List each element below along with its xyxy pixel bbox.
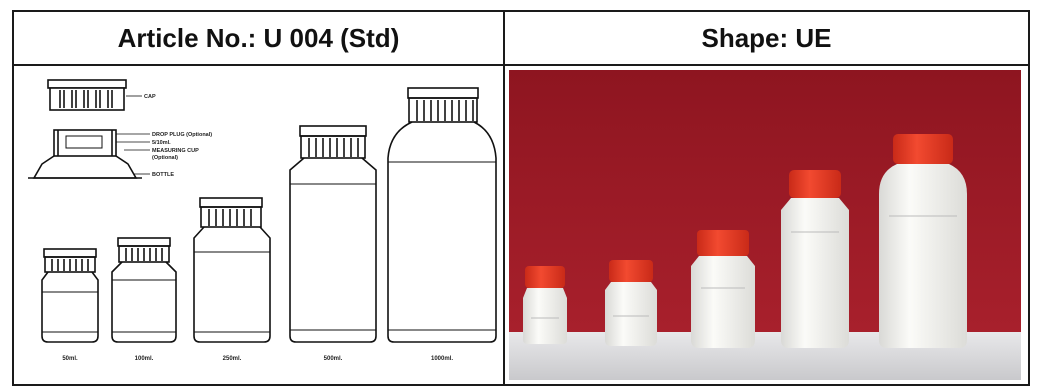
callout-drop-plug: DROP PLUG (Optional) bbox=[152, 132, 212, 138]
drawing-bottle-100ml bbox=[111, 237, 177, 343]
size-label-100ml: 100ml. bbox=[135, 356, 154, 362]
product-photo bbox=[509, 70, 1021, 380]
size-label-250ml: 250ml. bbox=[223, 356, 242, 362]
callout-bottle: BOTTLE bbox=[152, 172, 174, 178]
table-body: CAP DROP PLUG (Optional) 5/10 bbox=[14, 66, 1028, 384]
callout-measuring-cup-optional: (Optional) bbox=[152, 155, 178, 161]
shape-heading: Shape: UE bbox=[701, 22, 832, 53]
spec-table: Article No.: U 004 (Std) Shape: UE bbox=[12, 10, 1030, 386]
drawing-bottle-1000ml bbox=[387, 87, 497, 343]
exploded-cap bbox=[47, 79, 142, 111]
bottle-line-drawing: CAP DROP PLUG (Optional) 5/10 bbox=[28, 79, 497, 362]
photo-bottle-500ml bbox=[781, 170, 849, 348]
photo-bottle-250ml bbox=[691, 230, 755, 348]
size-label-50ml: 50ml. bbox=[62, 356, 78, 362]
photo-bottle-100ml bbox=[605, 260, 657, 346]
size-label-500ml: 500ml. bbox=[324, 356, 343, 362]
article-number-heading: Article No.: U 004 (Std) bbox=[14, 12, 505, 64]
photo-bottle-50ml bbox=[523, 266, 567, 344]
callout-measure-ml: 5/10ml. bbox=[152, 140, 171, 146]
callout-measuring-cup: MEASURING CUP bbox=[152, 148, 199, 154]
table-header: Article No.: U 004 (Std) Shape: UE bbox=[14, 12, 1028, 66]
exploded-neck bbox=[28, 129, 150, 179]
size-label-1000ml: 1000ml. bbox=[431, 356, 453, 362]
photo-bottle-1000ml bbox=[879, 134, 967, 348]
drawing-bottle-500ml bbox=[289, 125, 377, 343]
callout-cap: CAP bbox=[144, 94, 156, 100]
drawing-bottle-250ml bbox=[193, 197, 271, 343]
drawing-bottle-50ml bbox=[41, 248, 99, 343]
technical-drawing-cell: CAP DROP PLUG (Optional) 5/10 bbox=[14, 66, 505, 384]
product-photo-cell bbox=[505, 66, 1028, 384]
